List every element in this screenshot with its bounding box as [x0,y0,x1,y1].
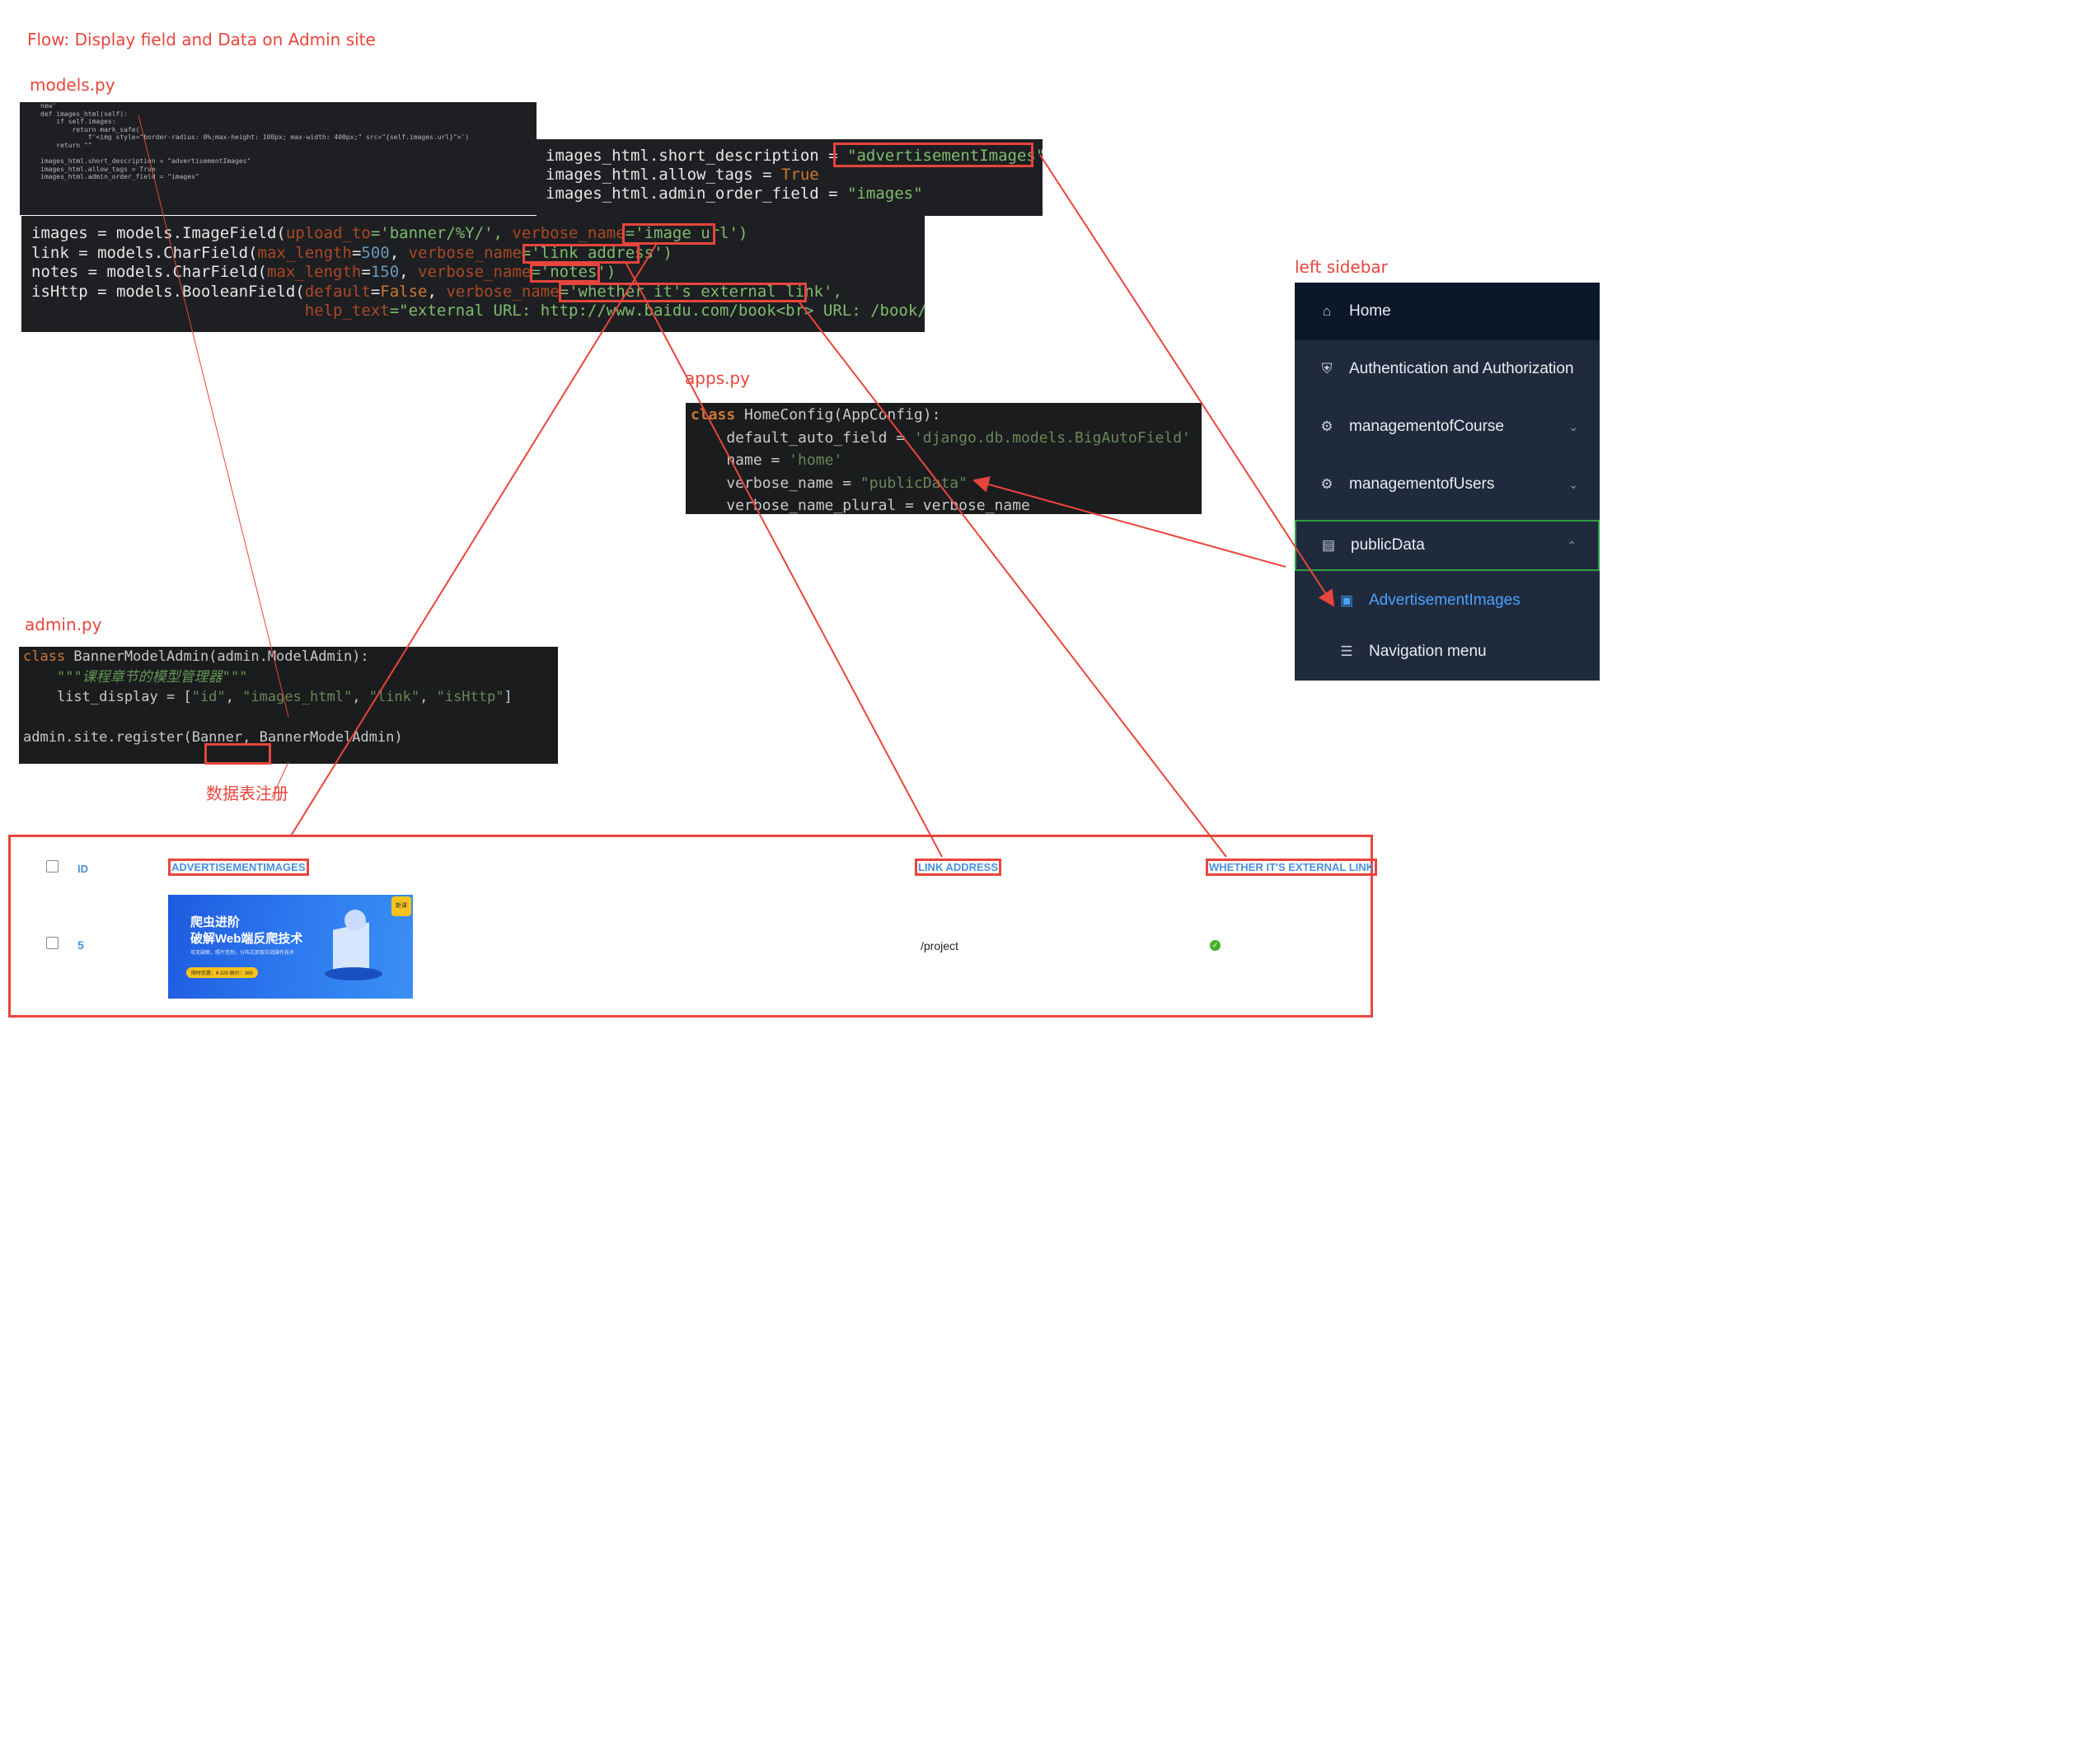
models-attrs-snippet: images_html.short_description = "adverti… [537,139,1043,216]
sidebar-item-label: managementofCourse [1349,418,1504,435]
banner-title-1: 爬虫进阶 [190,915,241,929]
highlight-external-link [559,283,807,302]
row-link-value: /project [921,939,958,952]
sidebar-subitem-navigation[interactable]: ☰ Navigation menu [1295,626,1600,677]
arrow-link-address-to-column [626,263,943,858]
highlight-link-address [523,244,640,264]
admin-py-snippet: class BannerModelAdmin(admin.ModelAdmin)… [19,647,558,764]
highlight-short-description [833,143,1033,167]
apps-py-label: apps.py [685,368,750,388]
admin-py-code: class BannerModelAdmin(admin.ModelAdmin)… [23,648,513,746]
flow-title: Flow: Display field and Data on Admin si… [27,30,376,49]
sidebar-subitem-advertisementimages[interactable]: ▣ AdvertisementImages [1295,575,1600,626]
banner-price: 限时优惠：¥ 329 原价：366 [186,967,258,978]
apps-py-snippet: class HomeConfig(AppConfig): default_aut… [686,403,1202,514]
apps-py-code: class HomeConfig(AppConfig): default_aut… [691,406,1191,514]
advertisement-banner-image[interactable]: 爬虫进阶 破解Web端反爬技术 攻克破解，照片签到，分布式抓取实战操作技术 限时… [168,895,413,999]
models-fields-snippet: images = models.ImageField(upload_to='ba… [21,216,925,332]
banner-badge: 新课 [391,896,411,916]
gear-icon: ⚙ [1320,476,1333,492]
arrow-external-link-to-column [799,302,1227,858]
home-icon: ⌂ [1322,303,1332,319]
image-icon: ▣ [1339,592,1354,608]
highlight-image-url [622,223,715,245]
list-icon: ☰ [1340,643,1353,659]
column-header-advertisementimages[interactable]: ADVERTISEMENTIMAGES [168,859,309,876]
banner-title-2: 破解Web端反爬技术 [190,932,303,946]
arrow-short-description-to-sidebar [1039,154,1335,607]
gear-icon: ⚙ [1320,419,1333,434]
row-id-link[interactable]: 5 [77,938,84,952]
highlight-banner-register [204,743,271,765]
database-icon: ▤ [1321,537,1336,553]
chevron-down-icon: ⌄ [1568,419,1578,433]
models-small-snippet: new' def images_html(self): if self.imag… [20,102,537,215]
chevron-down-icon: ⌄ [1568,477,1578,491]
sidebar-item-home[interactable]: ⌂ Home [1295,283,1600,340]
chevron-up-icon: ⌃ [1567,538,1577,552]
sidebar-item-label: Authentication and Authorization [1349,360,1574,377]
shield-icon: ⛨ [1321,361,1333,377]
sidebar-item-label: Home [1349,302,1391,320]
models-fields-code: images = models.ImageField(upload_to='ba… [31,224,925,320]
column-header-external-link[interactable]: WHETHER IT'S EXTERNAL LINK [1206,859,1378,876]
column-header-link-address[interactable]: LINK ADDRESS [915,859,1002,876]
sidebar-item-auth[interactable]: ⛨ Authentication and Authorization [1295,340,1600,398]
highlight-notes [530,264,600,283]
left-sidebar: ⌂ Home ⛨ Authentication and Authorizatio… [1295,283,1600,681]
left-sidebar-label: left sidebar [1295,257,1388,277]
models-py-label: models.py [30,75,115,95]
sidebar-item-course[interactable]: ⚙ managementofCourse ⌄ [1295,398,1600,456]
sidebar-item-publicdata[interactable]: ▤ publicData ⌃ [1295,520,1600,571]
sidebar-item-users[interactable]: ⚙ managementofUsers ⌄ [1295,456,1600,513]
row-checkbox[interactable] [46,937,59,949]
banner-subtitle: 攻克破解，照片签到，分布式抓取实战操作技术 [190,951,295,956]
banner-illustration [325,910,382,984]
select-all-checkbox[interactable] [46,860,59,873]
sidebar-item-label: publicData [1351,536,1425,554]
register-label: 数据表注册 [206,784,288,803]
models-small-code: new' def images_html(self): if self.imag… [40,102,470,181]
check-circle-icon: ✓ [1210,940,1221,951]
admin-py-label: admin.py [25,615,102,634]
sidebar-item-label: Navigation menu [1369,643,1487,660]
column-header-id[interactable]: ID [77,863,88,875]
admin-list-table: ID ADVERTISEMENTIMAGES LINK ADDRESS WHET… [8,835,1378,1018]
sidebar-item-label: managementofUsers [1349,475,1495,493]
sidebar-item-label: AdvertisementImages [1369,592,1521,609]
models-attrs-code: images_html.short_description = "adverti… [546,147,1043,203]
